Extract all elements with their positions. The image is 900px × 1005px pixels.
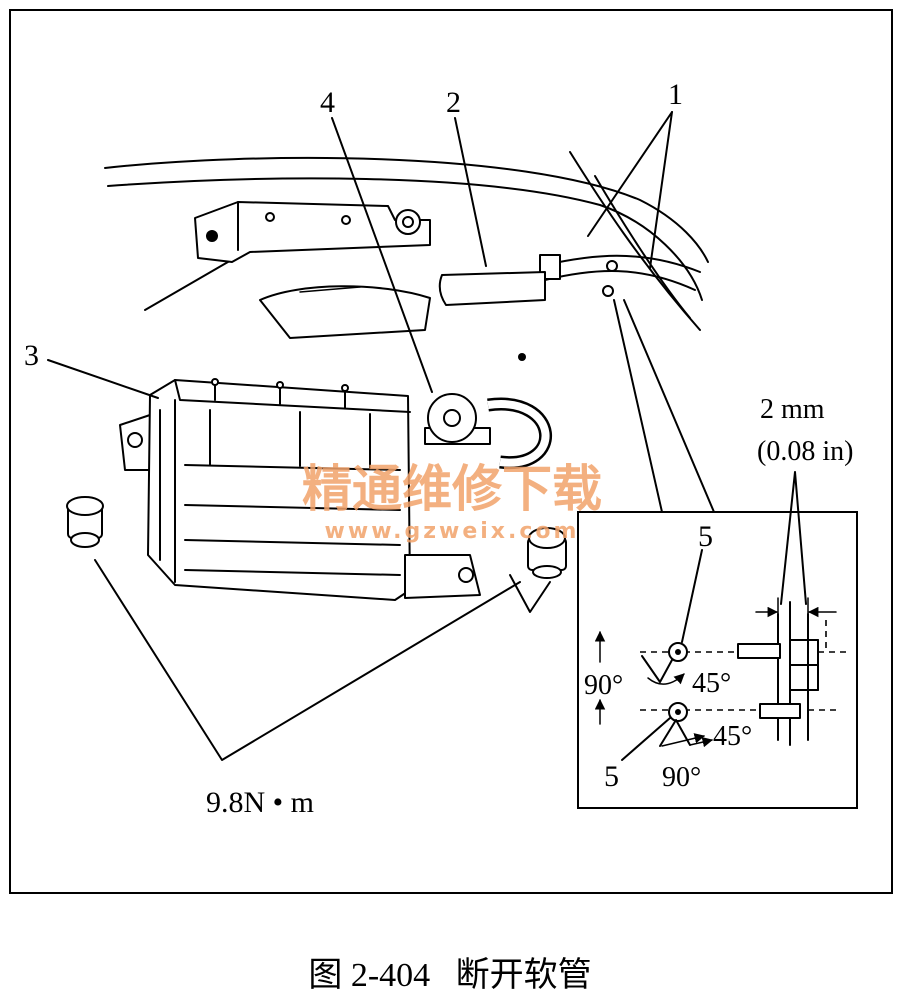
- detail-inset: 5 5 90° 45° 45° 90°: [577, 471, 858, 809]
- vapor-hoses: [539, 151, 701, 331]
- torque-spec: 9.8N • m: [206, 786, 314, 819]
- dimension-imperial: (0.08 in): [757, 436, 853, 467]
- angle-bottom-lift: 90°: [662, 762, 701, 793]
- figure-frame: [9, 9, 893, 894]
- canister-screw: [458, 567, 474, 583]
- dimension-metric: 2 mm: [760, 394, 825, 425]
- leader-lines: [47, 111, 715, 761]
- callout-3: 3: [24, 339, 39, 372]
- fastener-a: [606, 260, 618, 272]
- callout-5-bottom: 5: [604, 760, 619, 793]
- callout-5-top: 5: [698, 520, 713, 553]
- bolt-left: [66, 496, 104, 548]
- purge-valve: [424, 393, 553, 470]
- charcoal-canister: [119, 378, 481, 601]
- figure-caption: 图 2-404 断开软管: [308, 956, 591, 994]
- callout-4: 4: [320, 86, 335, 119]
- angle-bottom-turn: 45°: [713, 721, 752, 752]
- body-panel: [104, 156, 709, 361]
- fastener-b: [602, 285, 614, 297]
- panel-hole: [518, 353, 526, 361]
- watermark-url: www.gzweix.com: [325, 519, 580, 544]
- callout-1: 1: [668, 78, 683, 111]
- watermark-cn: 精通维修下载: [302, 460, 602, 518]
- bracket-hole: [206, 230, 218, 242]
- bolt-right: [527, 527, 567, 579]
- clip-pin-bottom: [759, 703, 801, 719]
- mounting-bracket: [194, 201, 431, 263]
- callout-2: 2: [446, 86, 461, 119]
- angle-top-turn: 45°: [692, 668, 731, 699]
- hose: [438, 271, 546, 306]
- angle-top-lift: 90°: [584, 670, 623, 701]
- clip-pin-top: [737, 643, 781, 659]
